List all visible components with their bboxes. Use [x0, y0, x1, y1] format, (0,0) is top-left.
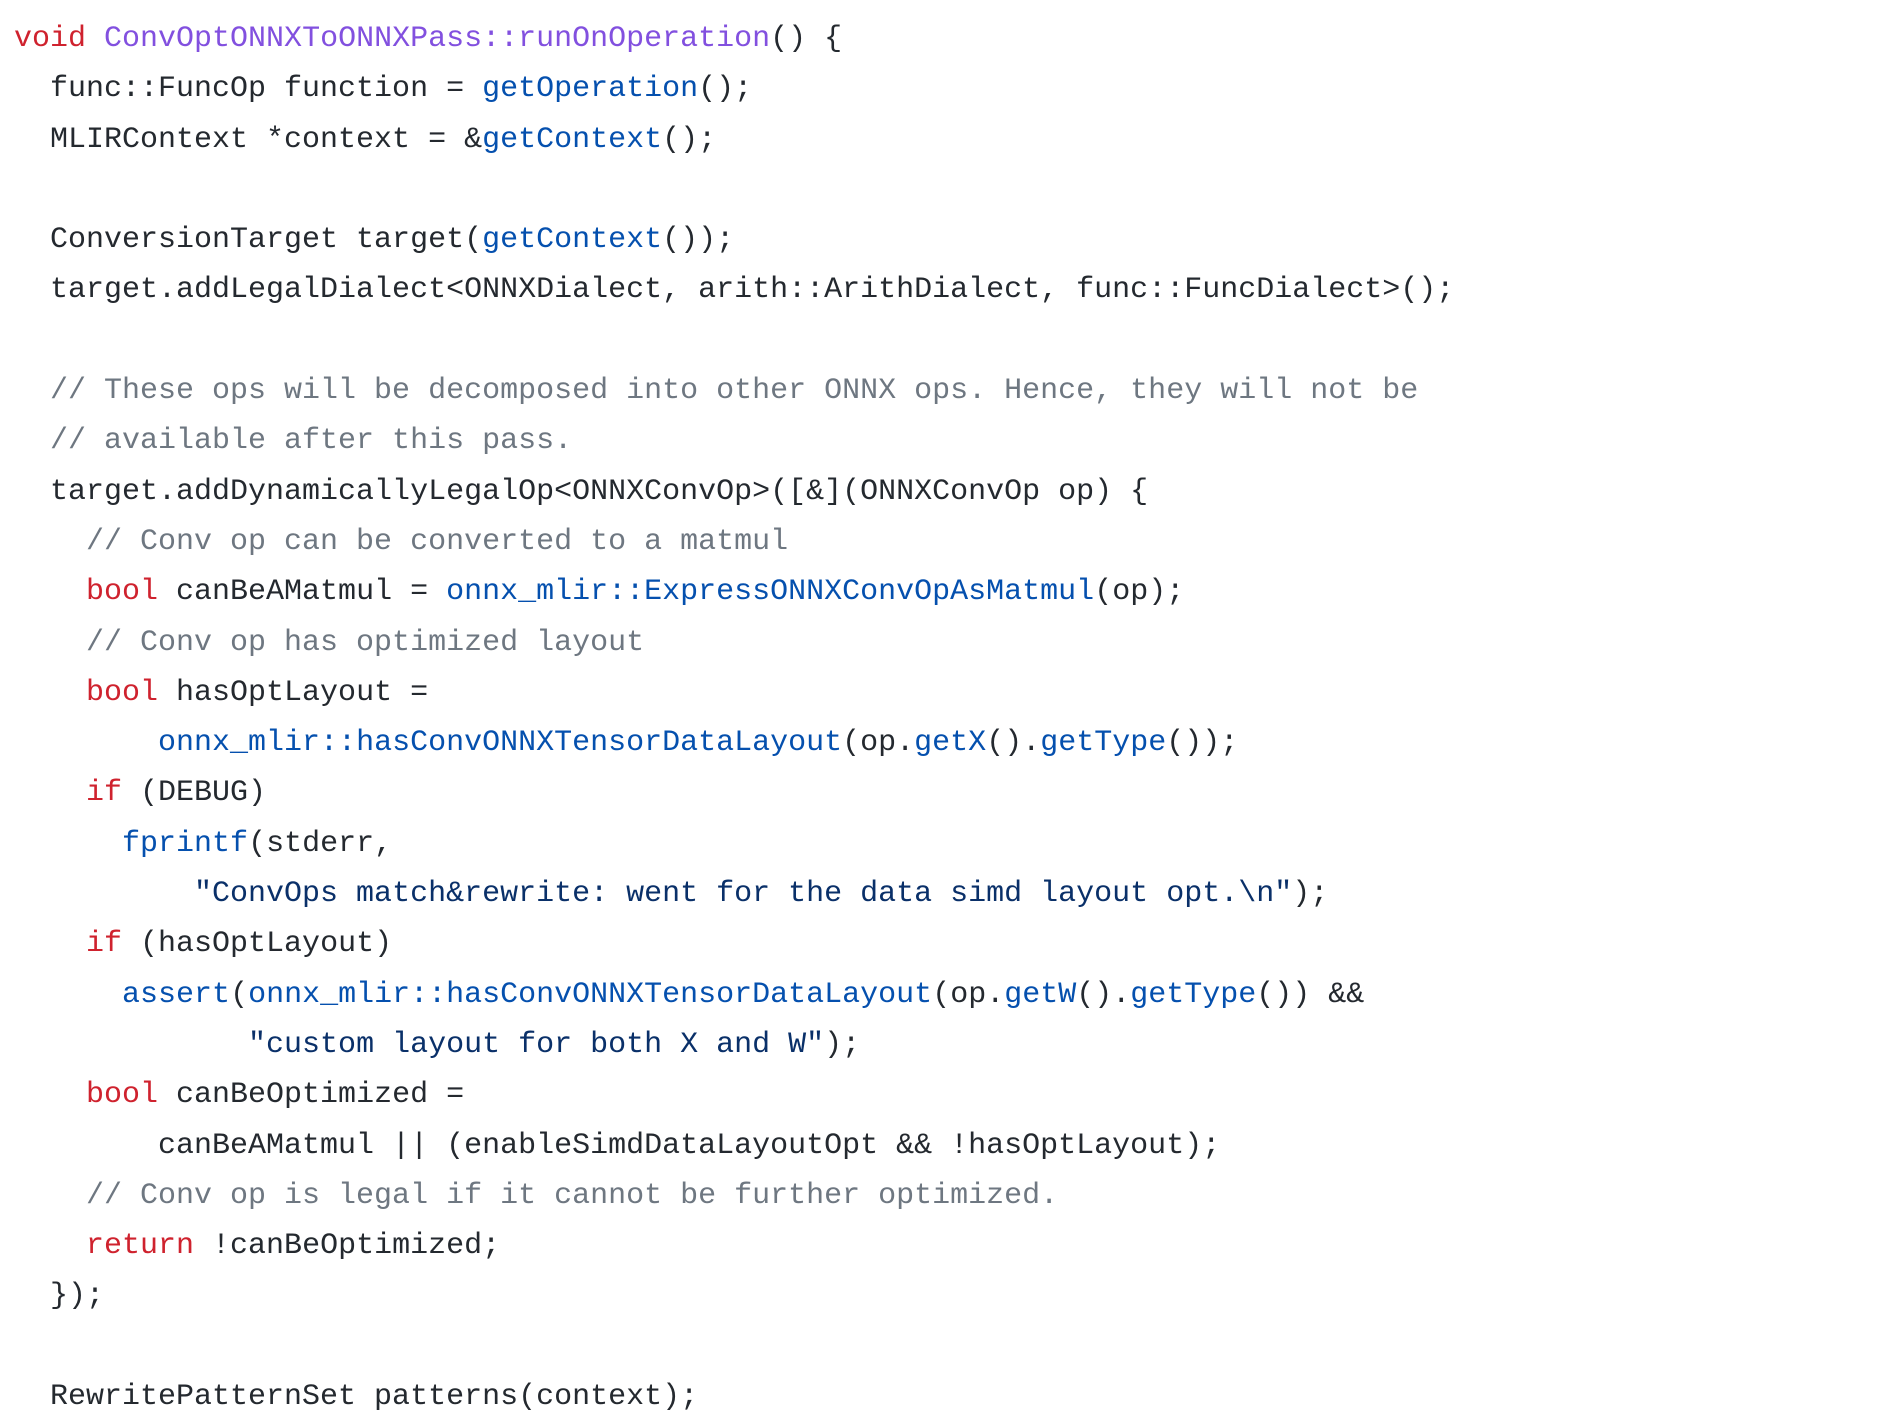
code-text: [14, 726, 158, 760]
code-keyword: if: [86, 776, 123, 811]
code-text: ());: [662, 223, 735, 258]
code-text: );: [824, 1027, 861, 1062]
code-string: "ConvOps match&rewrite: went for the dat…: [194, 877, 1293, 912]
code-line: "custom layout for both X and W");: [14, 1020, 1864, 1070]
code-text: ConversionTarget target(: [14, 223, 483, 258]
code-text: ();: [662, 122, 717, 157]
code-line: [14, 165, 1864, 215]
code-line: assert(onnx_mlir::hasConvONNXTensorDataL…: [14, 970, 1864, 1020]
code-function-call: getW: [1004, 977, 1077, 1012]
code-line: func::FuncOp function = getOperation();: [14, 64, 1864, 114]
code-text: (op);: [1094, 575, 1185, 610]
code-comment: // Conv op has optimized layout: [14, 625, 645, 660]
code-text: [14, 978, 122, 1012]
code-line: // available after this pass.: [14, 416, 1864, 466]
code-text: hasOptLayout =: [158, 675, 429, 710]
code-text: [14, 1028, 248, 1062]
code-function-call: getOperation: [482, 72, 699, 107]
code-text: [14, 1229, 86, 1263]
code-text: canBeAMatmul =: [158, 575, 447, 610]
code-function-def: ConvOptONNXToONNXPass::runOnOperation: [104, 22, 771, 56]
code-function-call: onnx_mlir::hasConvONNXTensorDataLayout: [158, 726, 843, 761]
code-text: !canBeOptimized;: [194, 1229, 501, 1264]
code-text: [14, 575, 86, 609]
code-line: // Conv op is legal if it cannot be furt…: [14, 1171, 1864, 1221]
code-text: (hasOptLayout): [122, 927, 393, 962]
code-line: target.addDynamicallyLegalOp<ONNXConvOp>…: [14, 467, 1864, 517]
code-text: ().: [986, 726, 1041, 761]
code-line: onnx_mlir::hasConvONNXTensorDataLayout(o…: [14, 718, 1864, 768]
code-view: void ConvOptONNXToONNXPass::runOnOperati…: [14, 14, 1864, 1422]
code-text: target.addLegalDialect<ONNXDialect, arit…: [14, 273, 1455, 308]
code-text: });: [14, 1279, 105, 1314]
code-line: [14, 1322, 1864, 1372]
code-function-call: getType: [1130, 977, 1257, 1012]
code-text: [14, 776, 86, 810]
code-line: void ConvOptONNXToONNXPass::runOnOperati…: [14, 14, 1864, 64]
code-text: (: [230, 977, 249, 1012]
code-line: bool canBeOptimized =: [14, 1070, 1864, 1120]
code-text: [14, 877, 194, 911]
code-text: [14, 927, 86, 961]
code-text: ().: [1076, 977, 1131, 1012]
code-text: ();: [698, 72, 753, 107]
code-text: );: [1292, 877, 1329, 912]
code-text: [14, 1078, 86, 1112]
code-text: func::FuncOp function =: [14, 72, 483, 107]
code-line: });: [14, 1271, 1864, 1321]
code-line: fprintf(stderr,: [14, 819, 1864, 869]
code-function-call: getContext: [482, 223, 663, 258]
code-line: RewritePatternSet patterns(context);: [14, 1372, 1864, 1422]
code-text: ()) &&: [1256, 977, 1365, 1012]
code-text: (stderr,: [248, 826, 393, 861]
code-keyword: if: [86, 927, 123, 962]
code-text: RewritePatternSet patterns(context);: [14, 1380, 699, 1415]
code-line: if (DEBUG): [14, 768, 1864, 818]
code-line: return !canBeOptimized;: [14, 1221, 1864, 1271]
code-comment: // Conv op is legal if it cannot be furt…: [14, 1178, 1059, 1213]
code-line: "ConvOps match&rewrite: went for the dat…: [14, 869, 1864, 919]
code-string: "custom layout for both X and W": [248, 1027, 825, 1062]
code-text: canBeOptimized =: [158, 1078, 465, 1113]
code-line: canBeAMatmul || (enableSimdDataLayoutOpt…: [14, 1121, 1864, 1171]
code-text: canBeAMatmul || (enableSimdDataLayoutOpt…: [14, 1128, 1221, 1163]
code-keyword: bool: [86, 675, 159, 710]
code-function-call: fprintf: [122, 826, 249, 861]
code-text: ());: [1166, 726, 1239, 761]
code-text: () {: [770, 22, 843, 56]
code-keyword: bool: [86, 575, 159, 610]
code-text: target.addDynamicallyLegalOp<ONNXConvOp>…: [14, 474, 1149, 509]
code-text: [86, 22, 104, 56]
code-comment: // Conv op can be converted to a matmul: [14, 524, 789, 559]
code-line: bool canBeAMatmul = onnx_mlir::ExpressON…: [14, 567, 1864, 617]
code-text: [14, 676, 86, 710]
code-line: MLIRContext *context = &getContext();: [14, 115, 1864, 165]
code-function-call: onnx_mlir::ExpressONNXConvOpAsMatmul: [446, 575, 1095, 610]
code-line: [14, 316, 1864, 366]
code-line: ConversionTarget target(getContext());: [14, 215, 1864, 265]
code-keyword: return: [86, 1229, 195, 1264]
code-keyword: void: [14, 22, 87, 56]
code-line: bool hasOptLayout =: [14, 668, 1864, 718]
code-comment: // These ops will be decomposed into oth…: [14, 374, 1419, 409]
code-text: [14, 827, 122, 861]
code-text: (DEBUG): [122, 776, 267, 811]
code-text: (op.: [842, 726, 915, 761]
code-line: if (hasOptLayout): [14, 919, 1864, 969]
code-function-call: assert: [122, 977, 231, 1012]
code-line: target.addLegalDialect<ONNXDialect, arit…: [14, 265, 1864, 315]
code-line: // Conv op can be converted to a matmul: [14, 517, 1864, 567]
code-function-call: getContext: [482, 122, 663, 157]
code-text: MLIRContext *context = &: [14, 122, 483, 157]
code-function-call: onnx_mlir::hasConvONNXTensorDataLayout: [248, 977, 933, 1012]
code-line: // Conv op has optimized layout: [14, 618, 1864, 668]
code-line: // These ops will be decomposed into oth…: [14, 366, 1864, 416]
code-keyword: bool: [86, 1078, 159, 1113]
code-comment: // available after this pass.: [14, 424, 573, 459]
code-function-call: getType: [1040, 726, 1167, 761]
code-function-call: getX: [914, 726, 987, 761]
code-text: (op.: [932, 977, 1005, 1012]
